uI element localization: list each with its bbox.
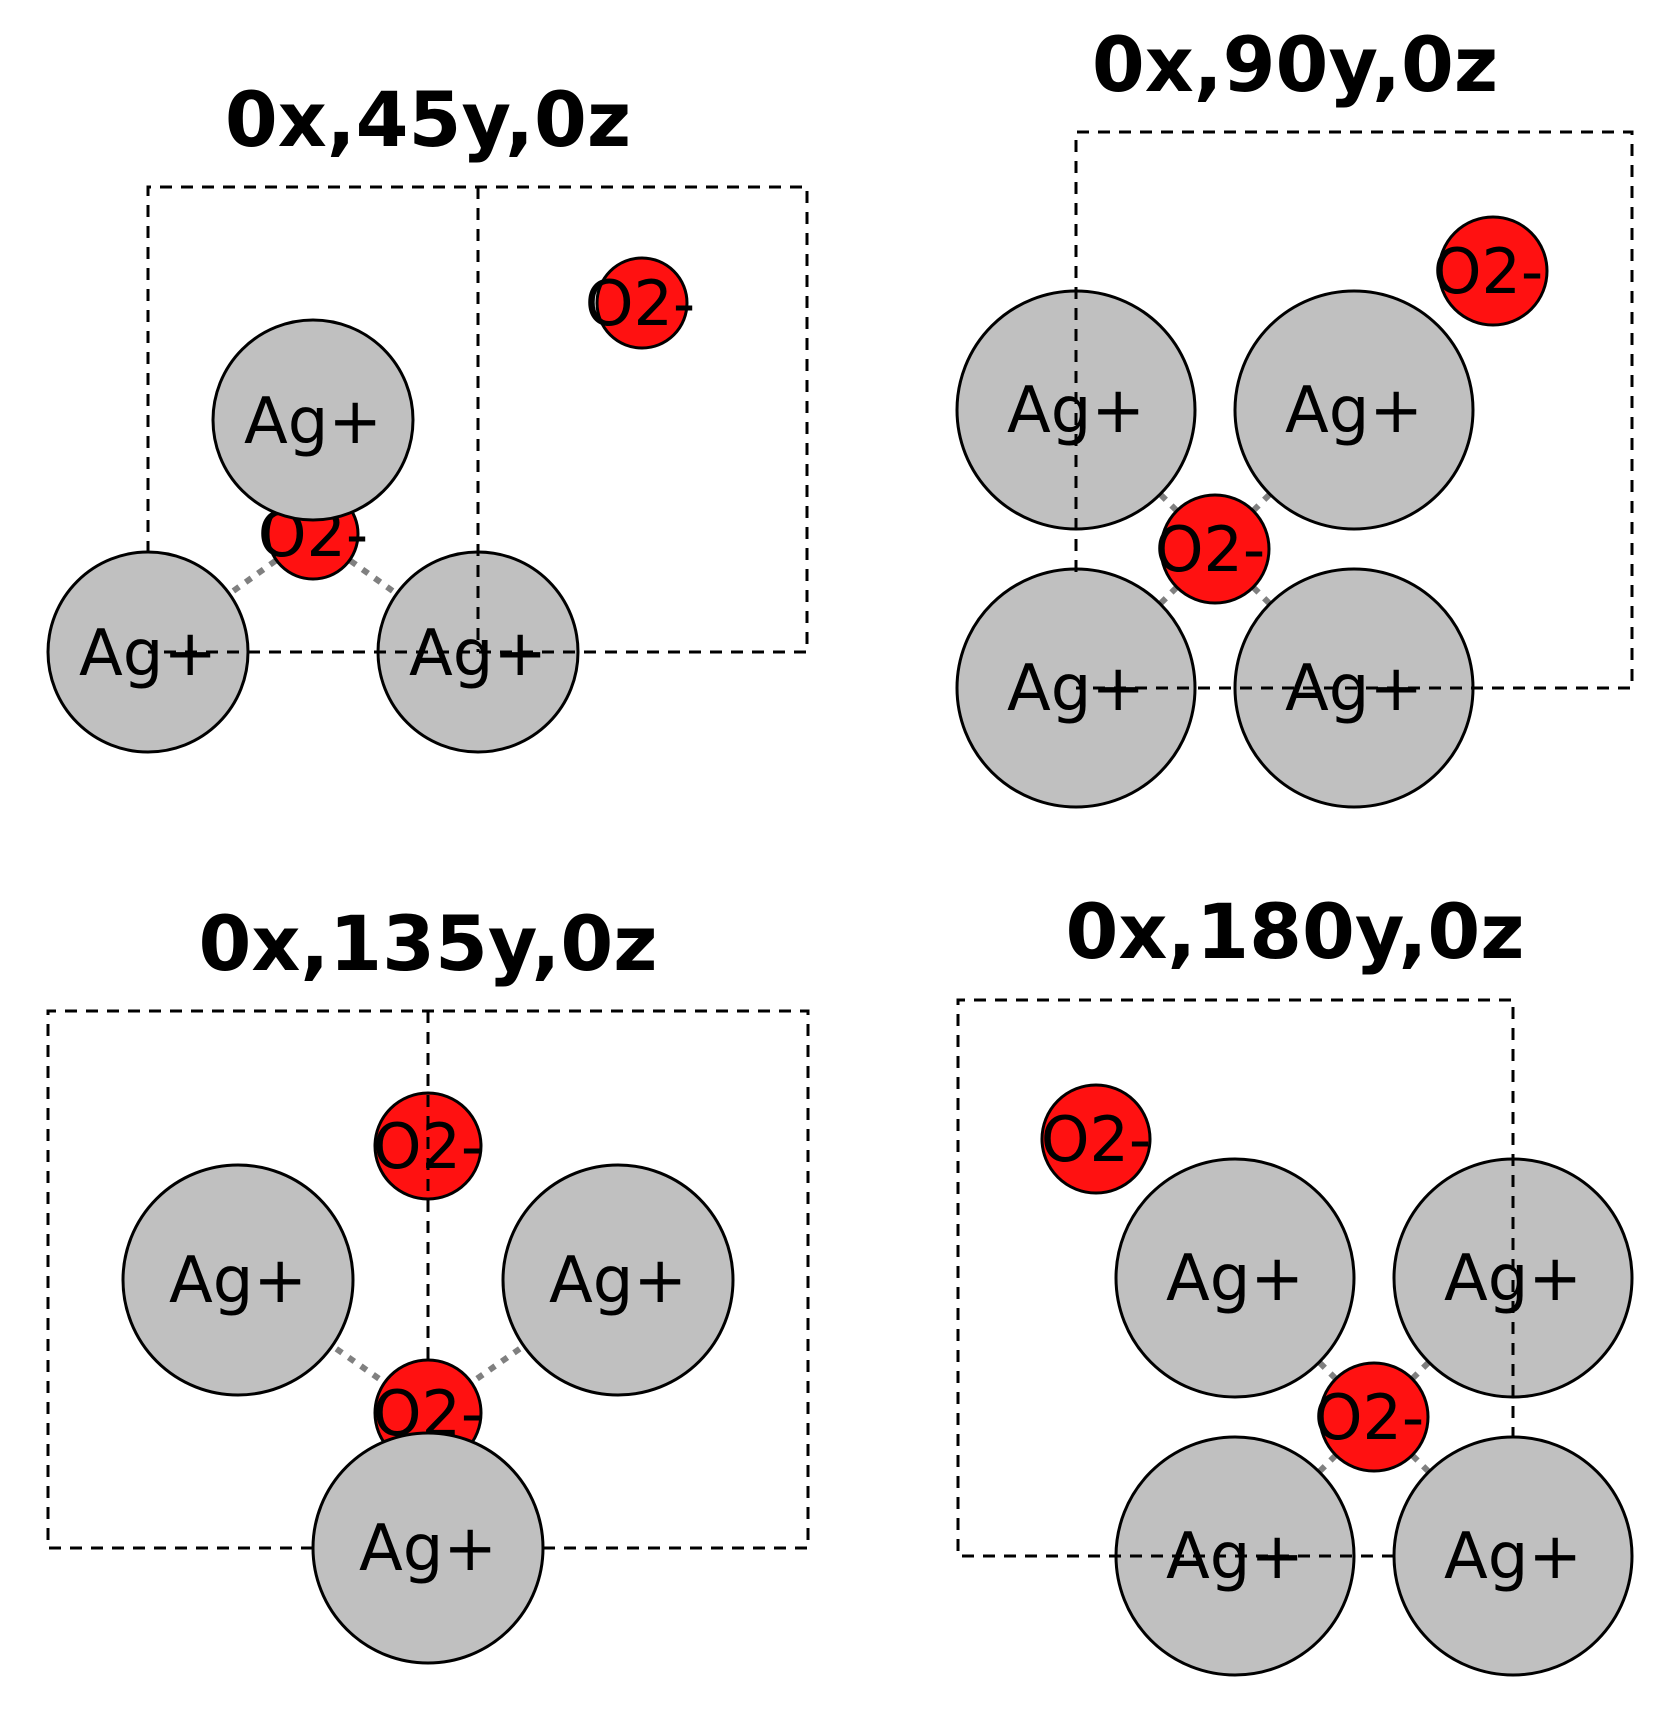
silver-atom-label: Ag+: [244, 385, 382, 459]
oxygen-atom-label: O2-: [1433, 235, 1544, 308]
silver-atom: [501, 1163, 735, 1397]
panel-title-180y: 0x,180y,0z: [1065, 887, 1524, 976]
oxygen-atom: [1040, 1083, 1152, 1195]
panel-45y: 0x,45y,0z O2- O2- Ag+ Ag+ Ag+: [46, 75, 809, 754]
oxygen-atom: [1318, 1361, 1430, 1473]
oxygen-atom-label: O2-: [1041, 1103, 1152, 1176]
panel-180y: 0x,180y,0z O2- Ag+ Ag+ Ag+ Ag+ O2-: [956, 887, 1634, 1677]
silver-atom: [211, 318, 415, 522]
panel-title-45y: 0x,45y,0z: [225, 75, 631, 164]
oxygen-atom: [595, 256, 689, 350]
panel-title-135y: 0x,135y,0z: [198, 899, 657, 988]
oxygen-atom-label: O2-: [1155, 513, 1266, 586]
unit-cell-outline: [1074, 130, 1634, 690]
silver-atom-label: Ag+: [1285, 374, 1423, 448]
oxygen-atom: [1437, 215, 1549, 327]
oxygen-atom-label: O2-: [1314, 1381, 1425, 1454]
silver-atom-label: Ag+: [1444, 1520, 1582, 1594]
panel-title-90y: 0x,90y,0z: [1092, 20, 1498, 109]
silver-atom: [1233, 289, 1475, 531]
silver-atom-label: Ag+: [359, 1512, 497, 1586]
panel-90y: 0x,90y,0z Ag+ Ag+ Ag+ Ag+ O2- O2-: [955, 20, 1634, 809]
unit-cell-outline: [146, 185, 809, 654]
silver-atom-label: Ag+: [79, 617, 217, 691]
silver-atom-label: Ag+: [169, 1244, 307, 1318]
silver-atom: [121, 1163, 355, 1397]
silver-atom-label: Ag+: [549, 1244, 687, 1318]
silver-atom: [1114, 1157, 1356, 1399]
silver-atom-label: Ag+: [1166, 1242, 1304, 1316]
oxygen-atom: [1159, 493, 1271, 605]
oxygen-atom-label: O2-: [585, 267, 696, 340]
panel-135y: 0x,135y,0z Ag+ Ag+ O2- O2- Ag+: [46, 899, 810, 1665]
unit-cell-outline: [956, 998, 1515, 1558]
